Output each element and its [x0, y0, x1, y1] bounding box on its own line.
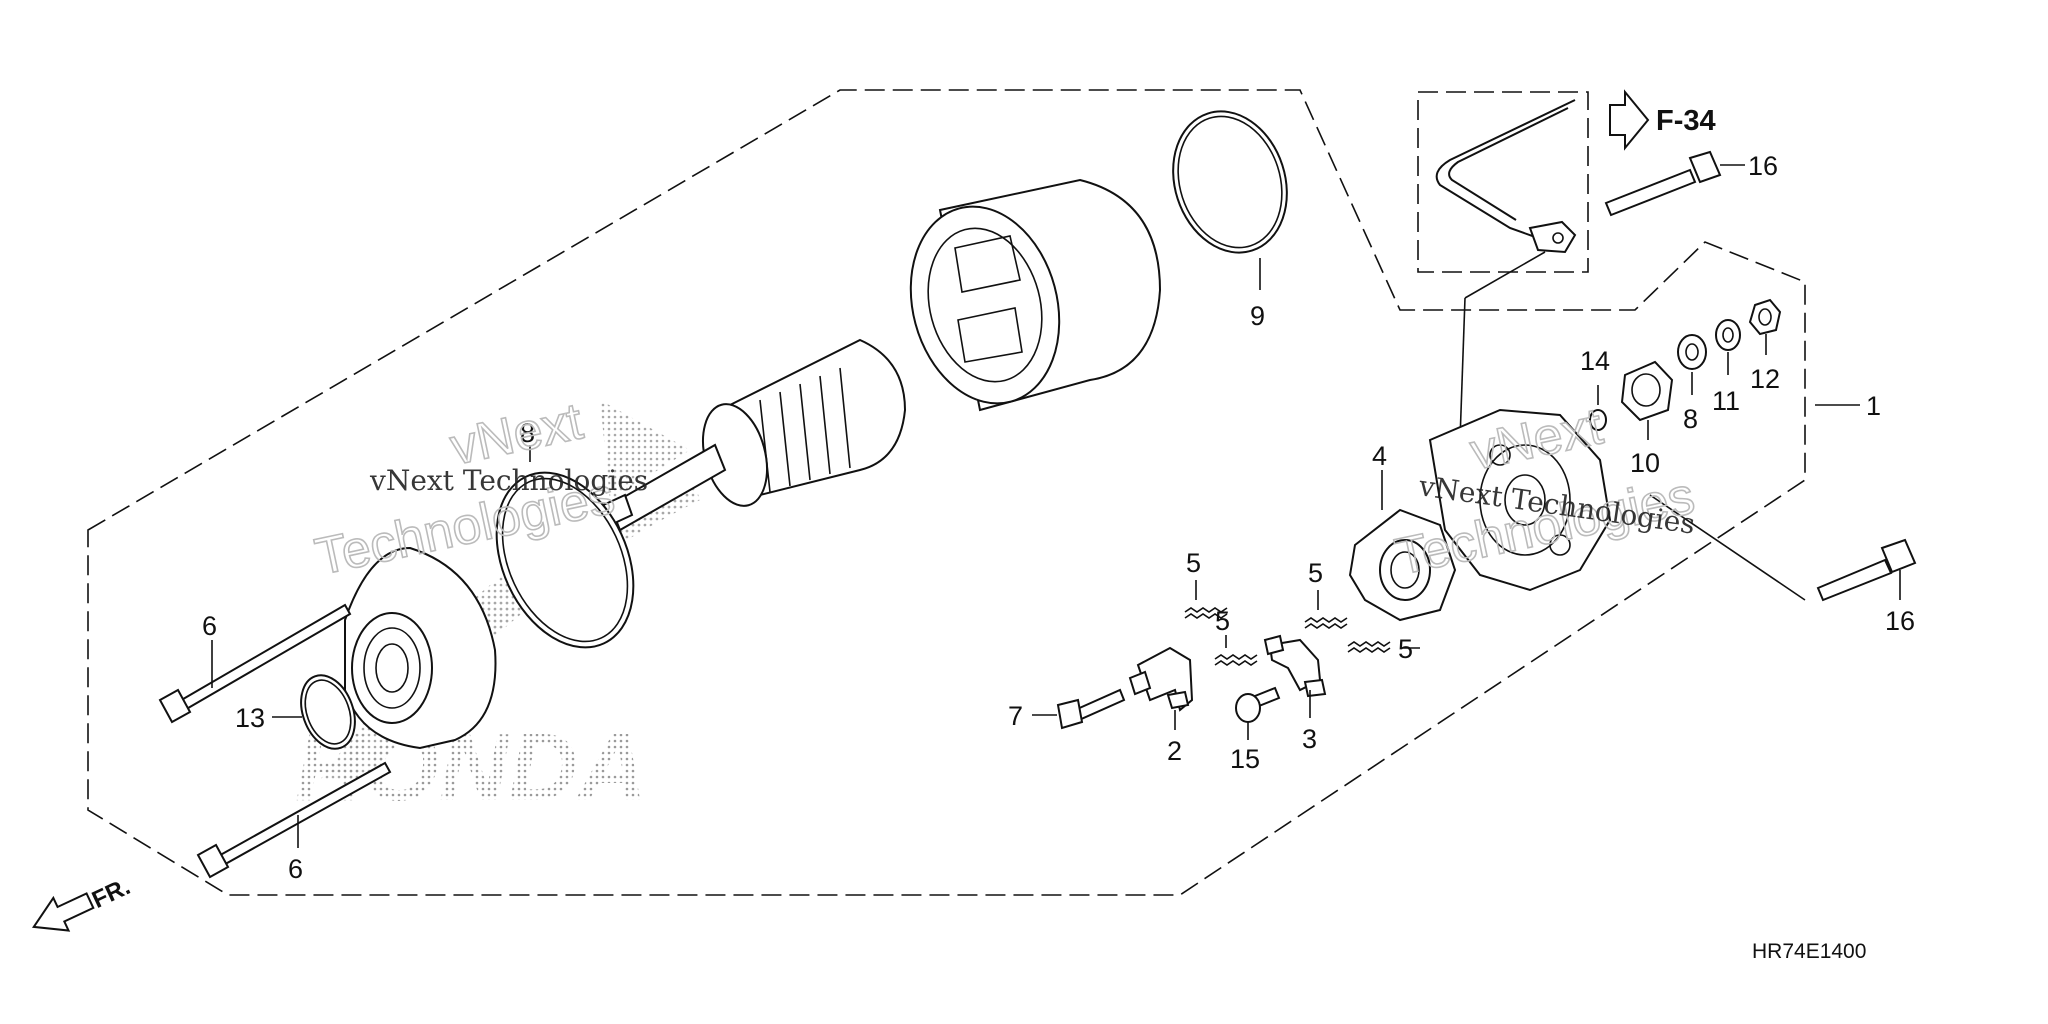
callout-4: 4: [1372, 441, 1387, 471]
callout-5-a: 5: [1186, 548, 1201, 578]
callout-6-upper: 6: [202, 611, 217, 641]
callout-8-right: 9: [1250, 301, 1265, 331]
callout-16-top: 16: [1748, 151, 1778, 181]
callout-11: 11: [1712, 386, 1740, 416]
spring-5-c: 5: [1304, 558, 1348, 629]
front-direction-arrow: FR.: [31, 873, 134, 932]
callout-6-lower: 6: [288, 854, 303, 884]
watermark-text-left: vNext Technologies: [369, 464, 648, 497]
washer-11: 11: [1712, 319, 1741, 416]
callout-16-right: 16: [1885, 606, 1915, 636]
reference-label: F-34: [1656, 105, 1716, 137]
spring-5-d: 5: [1347, 634, 1420, 664]
flange-bolt-16-right: 16: [1816, 538, 1917, 636]
spring-5-b: 5: [1214, 606, 1258, 666]
o-ring-8-right: 9: [1172, 110, 1288, 331]
callout-7: 7: [1008, 701, 1023, 731]
callout-5-d: 5: [1398, 634, 1413, 664]
starter-cable: [1435, 99, 1577, 441]
callout-15: 15: [1230, 744, 1260, 774]
washer-14: 14: [1580, 346, 1610, 431]
nut-12: 12: [1748, 298, 1782, 394]
callout-3: 3: [1302, 724, 1317, 754]
long-bolt-6-upper: 6: [158, 603, 352, 724]
o-ring-13: 13: [235, 674, 356, 750]
long-bolt-6-lower: 6: [196, 761, 392, 884]
reference-arrow: F-34: [1609, 89, 1716, 151]
rear-cover-leader: [1649, 494, 1806, 601]
callout-2: 2: [1167, 736, 1182, 766]
callout-1-group: 1: [1815, 391, 1881, 421]
bolt-15: 15: [1230, 686, 1281, 774]
front-marker-label: FR.: [88, 873, 134, 914]
washer-9: 8: [1677, 334, 1707, 434]
reference-inset-box: [1417, 91, 1589, 273]
callout-13: 13: [235, 703, 265, 733]
brush-holder-4: 4: [1348, 441, 1457, 622]
callout-1: 1: [1866, 391, 1881, 421]
callout-5-c: 5: [1308, 558, 1323, 588]
flange-bolt-16-top: 16: [1604, 150, 1778, 217]
brush-2: 2: [1128, 646, 1194, 766]
yoke-housing: [909, 178, 1162, 412]
brush-3: 3: [1263, 634, 1327, 754]
insulator-10: 10: [1620, 360, 1674, 478]
rear-cover: [1428, 408, 1612, 592]
callout-5-b: 5: [1215, 606, 1230, 636]
spring-5-a: 5: [1184, 548, 1228, 619]
front-cover: [344, 546, 497, 750]
callout-10: 10: [1630, 448, 1660, 478]
callout-12: 12: [1750, 364, 1780, 394]
screw-7: 7: [1008, 688, 1126, 731]
diagram-code: HR74E1400: [1752, 940, 1866, 963]
callout-14: 14: [1580, 346, 1610, 376]
callout-9: 8: [1683, 404, 1698, 434]
o-ring-8-left: 8: [495, 418, 635, 649]
callout-8-left: 8: [520, 418, 535, 448]
